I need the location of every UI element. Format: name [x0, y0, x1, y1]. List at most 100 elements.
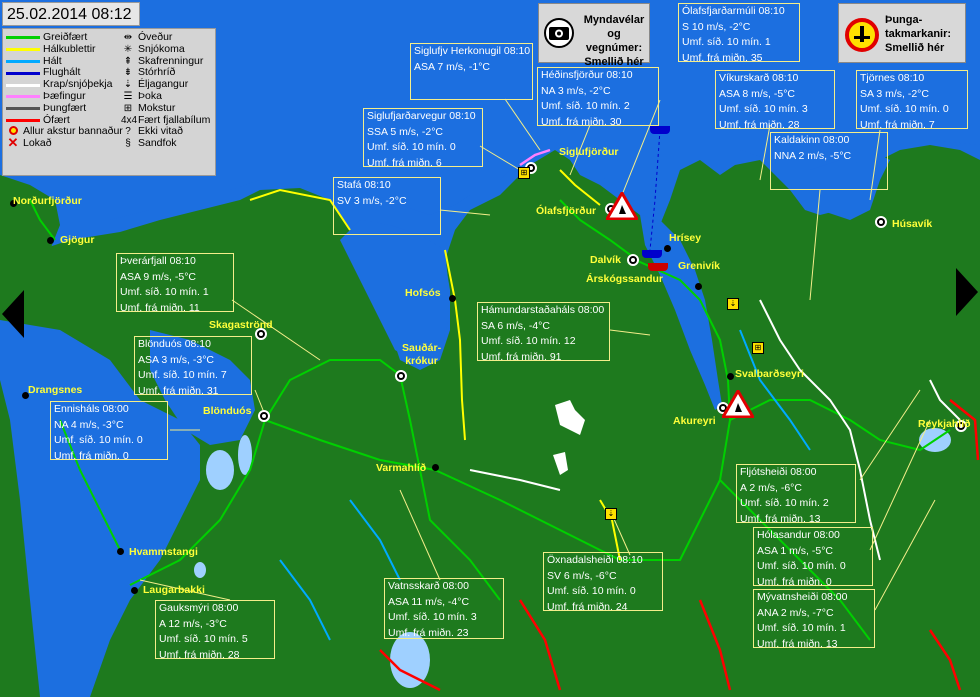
town-grenivik[interactable]: Grenivík — [678, 260, 721, 272]
legend-label: Ófært — [43, 113, 70, 126]
ferry-icon[interactable] — [648, 263, 668, 271]
roadwork-warning-icon[interactable] — [722, 390, 754, 418]
station-line: Umf. síð. 10 mín. 1 — [682, 36, 771, 48]
station-line: Umf. síð. 10 mín. 1 — [120, 286, 209, 298]
station-line: ASA 9 m/s, -5°C — [120, 270, 196, 283]
weather-sign-icon[interactable]: ⊞ — [518, 167, 530, 179]
weather-sign-icon[interactable]: ⊞ — [752, 342, 764, 354]
town-arskogssandur[interactable]: Árskógssandur — [586, 273, 664, 285]
weight-limits-panel-button[interactable]: Þunga- takmarkanir: Smellið hér — [838, 3, 966, 63]
town-akureyri[interactable]: Akureyri — [673, 415, 716, 427]
town-marker — [47, 237, 54, 244]
legend-swatch — [6, 71, 40, 75]
town-nordurfjordur[interactable]: Norðurfjörður — [13, 195, 82, 207]
town-hvammstangi[interactable]: Hvammstangi — [129, 546, 198, 558]
town-hrisey[interactable]: Hrísey — [669, 232, 702, 244]
weather-icon: § — [125, 138, 131, 150]
town-skagastrond[interactable]: Skagaströnd — [209, 319, 273, 331]
legend-label: Sandfok — [138, 137, 177, 150]
weight-limit-sign-icon — [845, 18, 879, 52]
station-line: ASA 1 m/s, -5°C — [757, 544, 833, 557]
legend-swatch — [6, 118, 40, 122]
ferry-icon[interactable] — [642, 250, 662, 258]
roadwork-warning-icon[interactable] — [606, 192, 638, 220]
legend-swatch — [6, 83, 40, 87]
town-blonduos[interactable]: Blönduós — [203, 405, 252, 417]
ring-icon — [6, 125, 20, 139]
weather-icon: ⇣ — [123, 79, 133, 91]
camera-panel-button[interactable]: Myndavélar og vegnúmer: Smellið hér — [538, 3, 650, 68]
camera-marker[interactable] — [395, 370, 407, 382]
town-varmahlid[interactable]: Varmahlíð — [376, 462, 427, 474]
station-line: Umf. frá miðn. 13 — [740, 512, 821, 523]
station-line: Umf. frá miðn. 24 — [547, 600, 628, 611]
ferry-icon[interactable] — [650, 126, 670, 134]
town-drangsnes[interactable]: Drangsnes — [28, 384, 83, 396]
station-line: Umf. síð. 10 mín. 3 — [388, 611, 477, 623]
weather-sign-icon[interactable]: ⇣ — [727, 298, 739, 310]
town-marker — [727, 373, 734, 380]
legend-line-6: Þungfært — [6, 102, 123, 115]
station-line: Umf. frá miðn. 0 — [54, 449, 129, 460]
legend-label: Óveður — [138, 31, 173, 43]
camera-marker[interactable] — [258, 410, 270, 422]
town-dalvik[interactable]: Dalvík — [590, 254, 621, 266]
town-husavik[interactable]: Húsavík — [892, 218, 933, 230]
pan-right-arrow[interactable] — [956, 268, 978, 316]
station-title: Mývatnsheiði 08:00 — [757, 591, 848, 603]
station-title: Stafá 08:10 — [337, 179, 391, 191]
legend-label: Stórhríð — [138, 66, 176, 79]
weather-icon: ⊞ — [123, 102, 133, 114]
station-line: Umf. síð. 10 mín. 2 — [541, 100, 630, 112]
weather-sign-icon[interactable]: ⇣ — [605, 508, 617, 520]
legend-swatch — [6, 95, 40, 99]
town-laugarbakki[interactable]: Laugarbakki — [143, 584, 205, 596]
legend-label: Lokað — [23, 137, 52, 150]
town-marker — [449, 295, 456, 302]
station-line: Umf. síð. 10 mín. 0 — [757, 560, 846, 572]
sea-skagafjordur — [340, 220, 448, 365]
pan-left-arrow[interactable] — [2, 290, 24, 338]
town-olafsfjordur[interactable]: Ólafsfjörður — [536, 205, 597, 217]
town-svalbardseyri[interactable]: Svalbarðseyri — [735, 368, 804, 380]
camera-marker[interactable] — [955, 420, 967, 432]
town-siglufjordur[interactable]: Siglufjörður — [559, 146, 619, 158]
camera-marker[interactable] — [255, 328, 267, 340]
legend-icon-row-8: ?Ekki vitað — [121, 126, 210, 138]
camera-marker[interactable] — [875, 216, 887, 228]
ferry-route — [649, 129, 661, 251]
station-line: SA 6 m/s, -4°C — [481, 319, 550, 332]
legend-label: Hált — [43, 54, 62, 67]
town-reykjahlid[interactable]: Reykjahlíð — [918, 418, 971, 430]
station-line: A 12 m/s, -3°C — [159, 617, 227, 630]
weather-icon: ☰ — [123, 90, 133, 102]
weight-panel-line3: Smellið hér — [885, 42, 945, 54]
station-title: Öxnadalsheiði 08:10 — [547, 554, 643, 566]
legend-swatch — [6, 48, 40, 52]
town-gjogur[interactable]: Gjögur — [60, 234, 95, 246]
station-line: A 2 m/s, -6°C — [740, 481, 802, 494]
camera-marker[interactable] — [627, 254, 639, 266]
legend-line-3: Flughált — [6, 67, 123, 79]
town-saudarkrokur[interactable]: Sauðár-krókur — [402, 342, 441, 368]
station-line: Umf. frá miðn. 13 — [757, 637, 838, 648]
town-hofsos[interactable]: Hofsós — [405, 287, 441, 299]
